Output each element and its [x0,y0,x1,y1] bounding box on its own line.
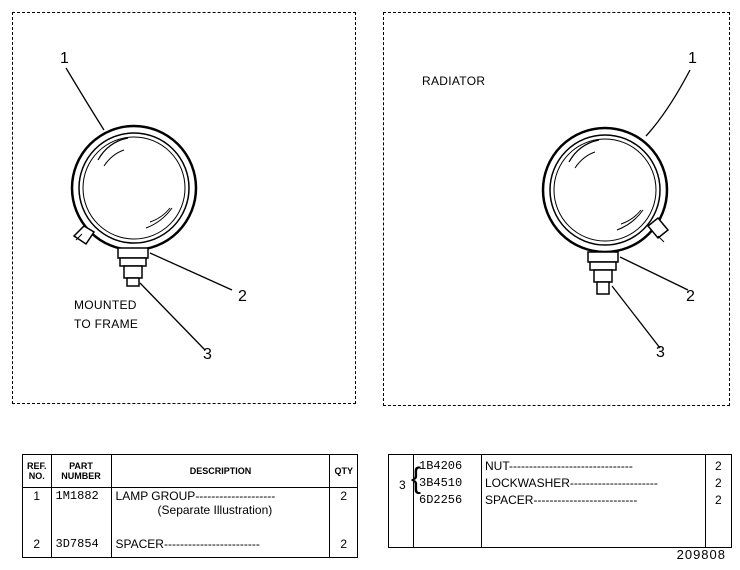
header-qty: QTY [329,454,358,488]
part-number-cell: 1M1882 [50,487,112,536]
description-text: SPACER------------------------ [115,536,260,551]
callout-3-left: 3 [203,346,212,363]
description-cell: SPACER------------------------ [110,535,331,558]
ref-cell: 2 [22,535,52,558]
group-ref-number: 3 [399,478,406,492]
part-number-cell: 6D2256 [419,493,463,507]
parts-table-left: REF. NO. PART NUMBER DESCRIPTION QTY 1 1… [22,454,358,558]
description-cell: NUT------------------------------- [485,459,633,473]
part-number-cell: 3D7854 [50,535,112,558]
description-cell: LAMP GROUP-------------------- (Separate… [110,487,331,536]
caption-radiator: RADIATOR [422,74,486,88]
callout-2-right: 2 [686,288,695,305]
description-note: (Separate Illustration) [157,503,273,517]
callout-1-right: 1 [688,50,697,67]
parts-table-right: 3 { 1B4206 NUT--------------------------… [388,454,732,548]
header-description: DESCRIPTION [110,454,331,488]
right-lamp-drawing [541,69,691,349]
part-number-cell: 1B4206 [419,459,463,473]
description-cell: LOCKWASHER---------------------- [485,476,658,490]
illustration-panel-left [12,12,356,404]
callout-2-left: 2 [238,288,247,305]
qty-cell: 2 [715,459,722,473]
description-text: LAMP GROUP-------------------- [115,489,276,503]
ref-cell: 1 [22,487,52,536]
table-row: 1 1M1882 LAMP GROUP-------------------- … [22,487,358,536]
table-header-row: REF. NO. PART NUMBER DESCRIPTION QTY [22,454,358,488]
table-row: 2 3D7854 SPACER------------------------ … [22,535,358,558]
left-lamp-drawing [65,67,233,351]
caption-to-frame: TO FRAME [74,317,139,331]
qty-cell: 2 [329,535,358,558]
qty-cell: 2 [715,493,722,507]
illustration-panel-right [383,12,730,406]
qty-cell: 2 [329,487,358,536]
callout-1-left: 1 [60,50,69,67]
qty-cell: 2 [715,476,722,490]
document-number: 209808 [676,547,726,562]
caption-mounted: MOUNTED [74,298,137,312]
header-part-number: PART NUMBER [50,454,112,488]
description-cell: SPACER-------------------------- [485,493,638,507]
part-number-cell: 3B4510 [419,476,463,490]
header-ref-no: REF. NO. [22,454,52,488]
group-brace: { [411,462,422,495]
callout-3-right: 3 [656,344,665,361]
